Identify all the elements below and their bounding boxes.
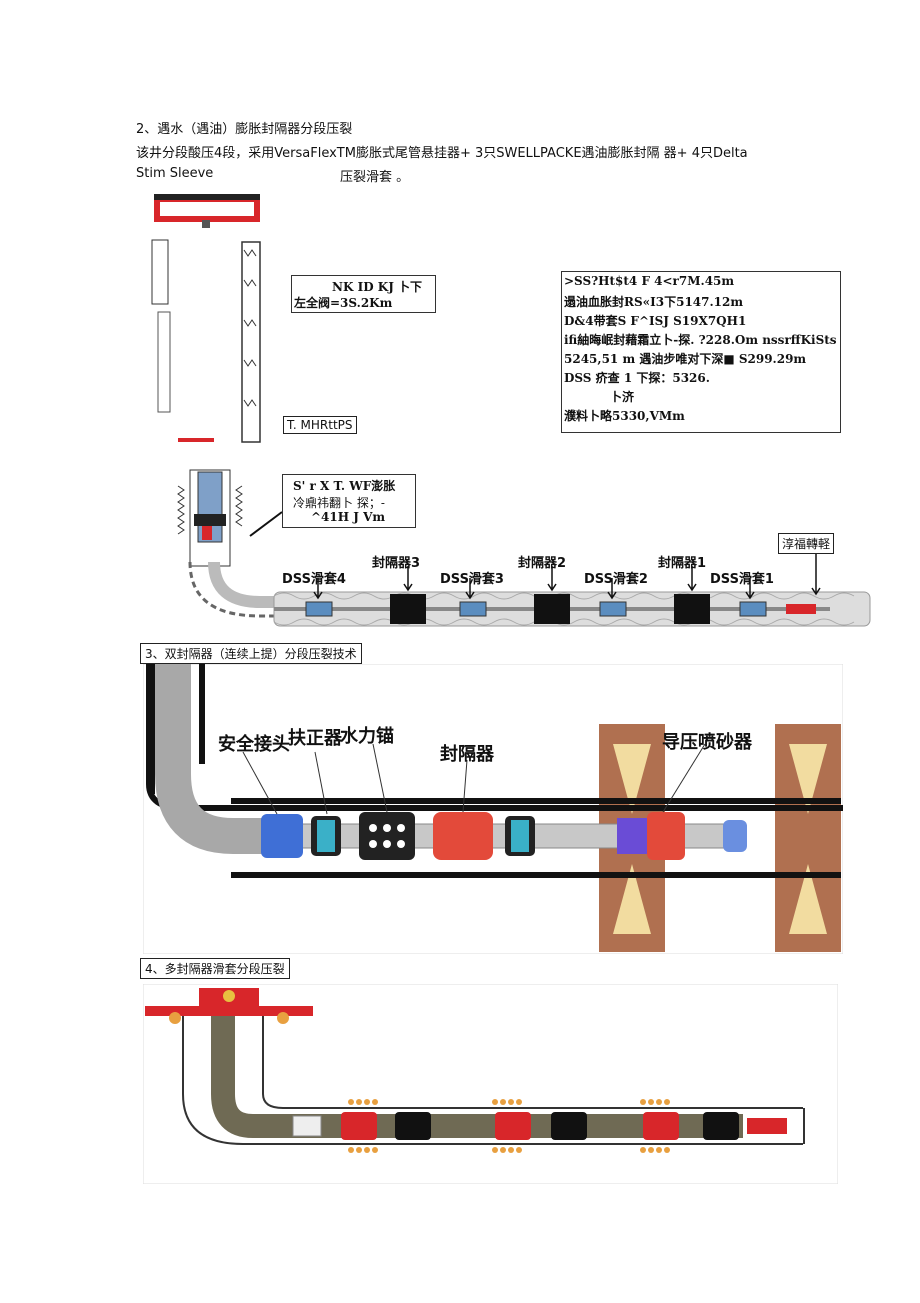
dss3-label: DSS滑套3 (440, 572, 504, 587)
depth-info-line: 5245,51 m 遇油步唯对下深■ S299.29m (564, 352, 807, 366)
packer1-label: 封隔器1 (658, 556, 707, 571)
depth-info-line: 濮料卜略5330,VMm (564, 409, 685, 423)
wellhead-column-diagram (151, 194, 261, 443)
section2-heading: 2、遇水（遇油）膨胀封隔器分段压裂 (136, 122, 353, 137)
jet-tool-label: 导压喷砂器 (662, 732, 752, 753)
packer2-label: 封隔器2 (518, 556, 567, 571)
packer3-label: 封隔器3 (372, 556, 421, 571)
dss1-label: DSS滑套1 (710, 572, 774, 587)
depth-info-line: 卜济 (610, 390, 635, 404)
hydraulic-anchor-label: 水力锚 (340, 726, 394, 747)
depth-info-line: D&4带套S F^ISJ S19X7QH1 (564, 314, 747, 328)
section2-description-line2b: 压裂滑套 。 (340, 170, 410, 185)
section2-description-line1: 该井分段酸压4段，采用VersaFlexTM膨胀式尾管悬挂器+ 3只SWELLP… (136, 146, 748, 161)
swf-info-line3: ^41H J Vm (311, 510, 386, 524)
right-side-label: 淳福轉軽 (778, 533, 835, 554)
section4-title: 4、多封隔器滑套分段压裂 (140, 958, 290, 979)
depth-info-line: ifi紬晦岷封藉霜立卜-探. ?228.Om nssrffKiSts (564, 333, 837, 347)
packer-label: 封隔器 (440, 744, 494, 765)
depth-info-box: >SS?Ht$t4 F 4<r7M.45m 遢油血胀封RS«I3下5147.12… (561, 271, 841, 433)
swf-info-line2: 冷鼑祎翻卜 探；- (293, 496, 385, 510)
safety-joint-label: 安全接头 (218, 734, 290, 755)
dss4-label: DSS滑套4 (282, 572, 346, 587)
section3-title: 3、双封隔器（连续上提）分段压裂技术 (140, 643, 362, 664)
nk-info-box: NK ID KJ 卜下 左全阀=3S.2Km (291, 275, 436, 313)
swell-packer-well-diagram (177, 469, 871, 627)
centralizer-label: 扶正器 (288, 728, 342, 749)
section2-description-line2a: Stim Sleeve (136, 166, 214, 181)
swf-info-box: S' r X T. WF澎胀 冷鼑祎翻卜 探；- ^41H J Vm (282, 474, 416, 528)
depth-info-line: >SS?Ht$t4 F 4<r7M.45m (564, 274, 735, 288)
nk-info-line1: NK ID KJ 卜下 (332, 280, 423, 294)
nk-info-line2: 左全阀=3S.2Km (294, 296, 393, 310)
swf-info-line1: S' r X T. WF澎胀 (293, 479, 396, 493)
dual-packer-diagram (143, 664, 843, 954)
dss2-label: DSS滑套2 (584, 572, 648, 587)
depth-info-line: 遢油血胀封RS«I3下5147.12m (564, 295, 744, 309)
depth-info-line: DSS 疥查 1 下探：5326. (564, 371, 710, 385)
multi-packer-sleeve-diagram (143, 984, 838, 1184)
mhr-label: T. MHRttPS (283, 416, 357, 434)
